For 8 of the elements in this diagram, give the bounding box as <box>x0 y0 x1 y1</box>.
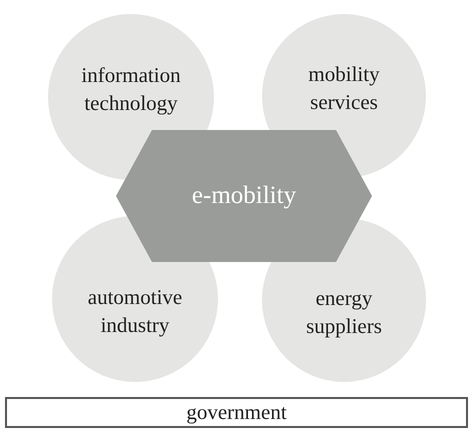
node-label: energy suppliers <box>305 285 383 340</box>
node-label: information technology <box>80 62 182 117</box>
node-label: automotive industry <box>86 284 184 339</box>
node-label: e-mobility <box>192 181 296 212</box>
node-label: government <box>186 398 287 426</box>
node-label: mobility services <box>307 61 381 116</box>
hexagon-node <box>116 130 372 262</box>
base-bar <box>5 397 468 428</box>
